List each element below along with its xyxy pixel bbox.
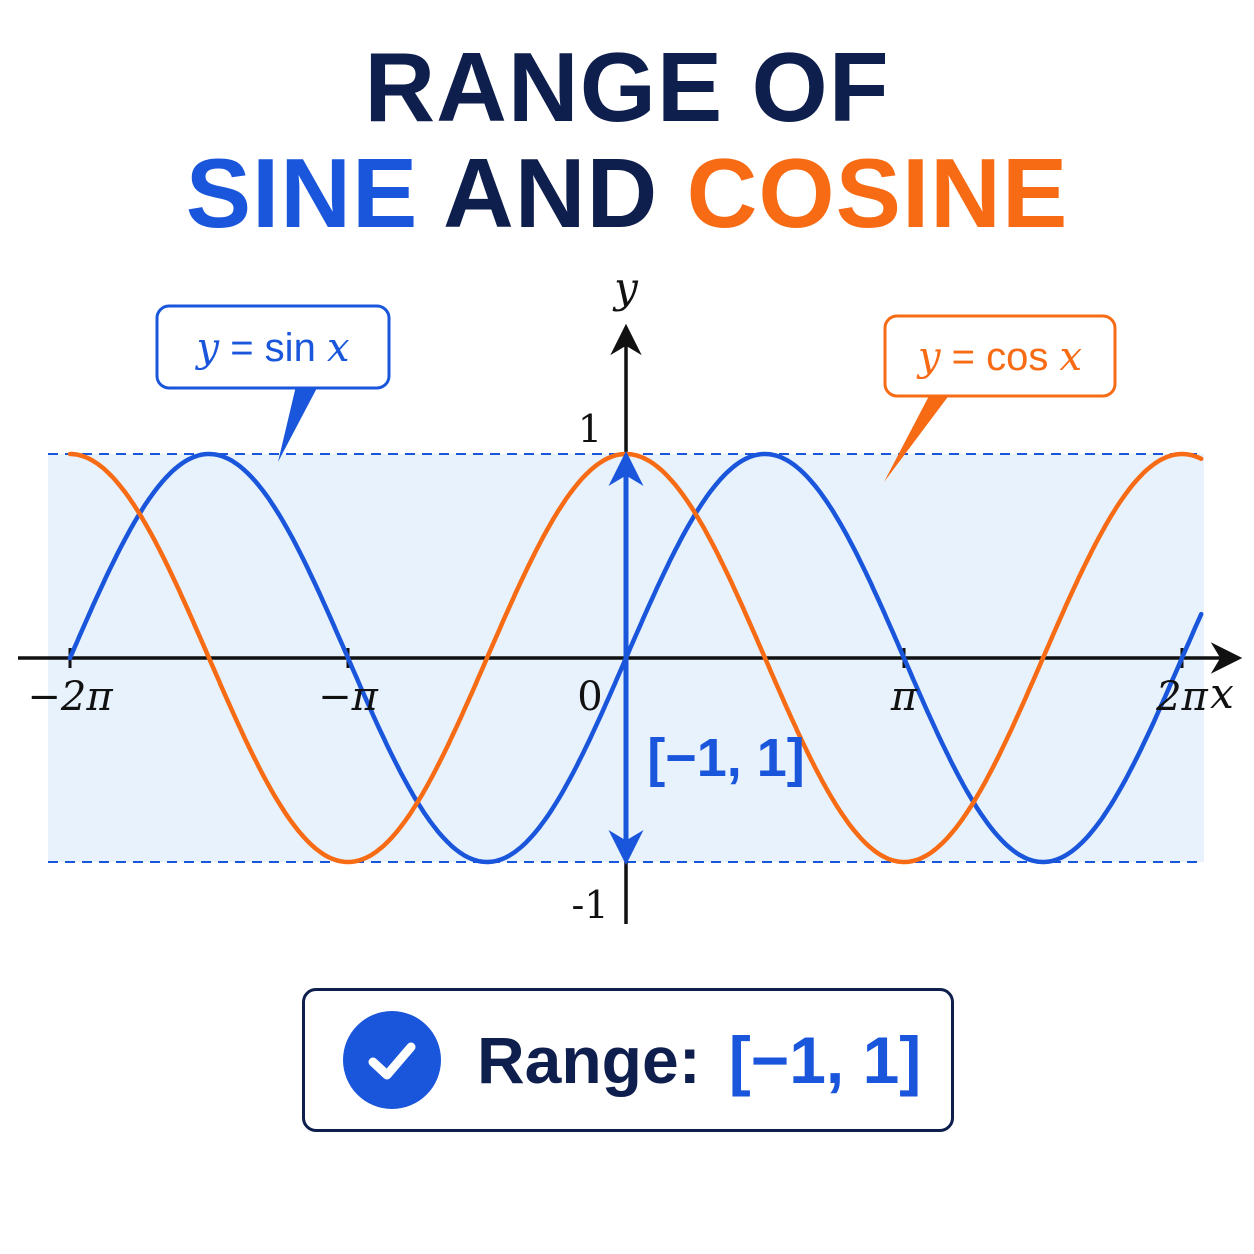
cosine-legend-eq: = cos — [941, 335, 1060, 379]
x-axis-label: x — [1210, 669, 1234, 718]
y-axis-label: y — [612, 263, 639, 312]
range-result-box: Range: [−1, 1] — [302, 988, 954, 1132]
range-annotation: [−1, 1] — [647, 728, 805, 788]
title-line-1: RANGE OF — [364, 32, 890, 142]
page-title: RANGE OF SINE AND COSINE — [0, 34, 1254, 246]
sine-legend-eq: = sin — [219, 326, 327, 370]
sine-legend-x: x — [327, 325, 350, 371]
title-line-2: SINE AND COSINE — [0, 140, 1254, 246]
title-cosine: COSINE — [686, 138, 1069, 248]
y-tick-label: -1 — [571, 883, 608, 927]
cosine-legend-y: y — [916, 334, 942, 380]
cosine-legend-x: x — [1060, 334, 1083, 380]
cosine-legend: y = cos x — [883, 314, 1117, 482]
x-tick-label: −π — [318, 674, 379, 720]
range-label: Range: — [477, 1023, 701, 1097]
cosine-legend-box — [883, 314, 1117, 398]
x-tick-label: π — [890, 674, 918, 720]
range-value: [−1, 1] — [728, 1023, 922, 1097]
sine-legend: y = sin x — [155, 304, 391, 462]
cosine-legend-label: y = cos x — [916, 334, 1082, 380]
x-tick-label: 2π — [1155, 674, 1208, 720]
title-sine: SINE — [185, 138, 419, 248]
sine-legend-y: y — [194, 325, 220, 371]
cosine-legend-pointer — [884, 394, 950, 482]
check-icon — [343, 1011, 441, 1109]
y-tick-label: 1 — [578, 407, 602, 451]
x-tick-label: −2π — [27, 674, 113, 720]
sine-legend-box — [155, 304, 391, 390]
sine-legend-label: y = sin x — [194, 325, 349, 371]
title-and: AND — [443, 138, 659, 248]
sine-legend-pointer — [278, 386, 318, 462]
origin-label: 0 — [577, 674, 602, 720]
